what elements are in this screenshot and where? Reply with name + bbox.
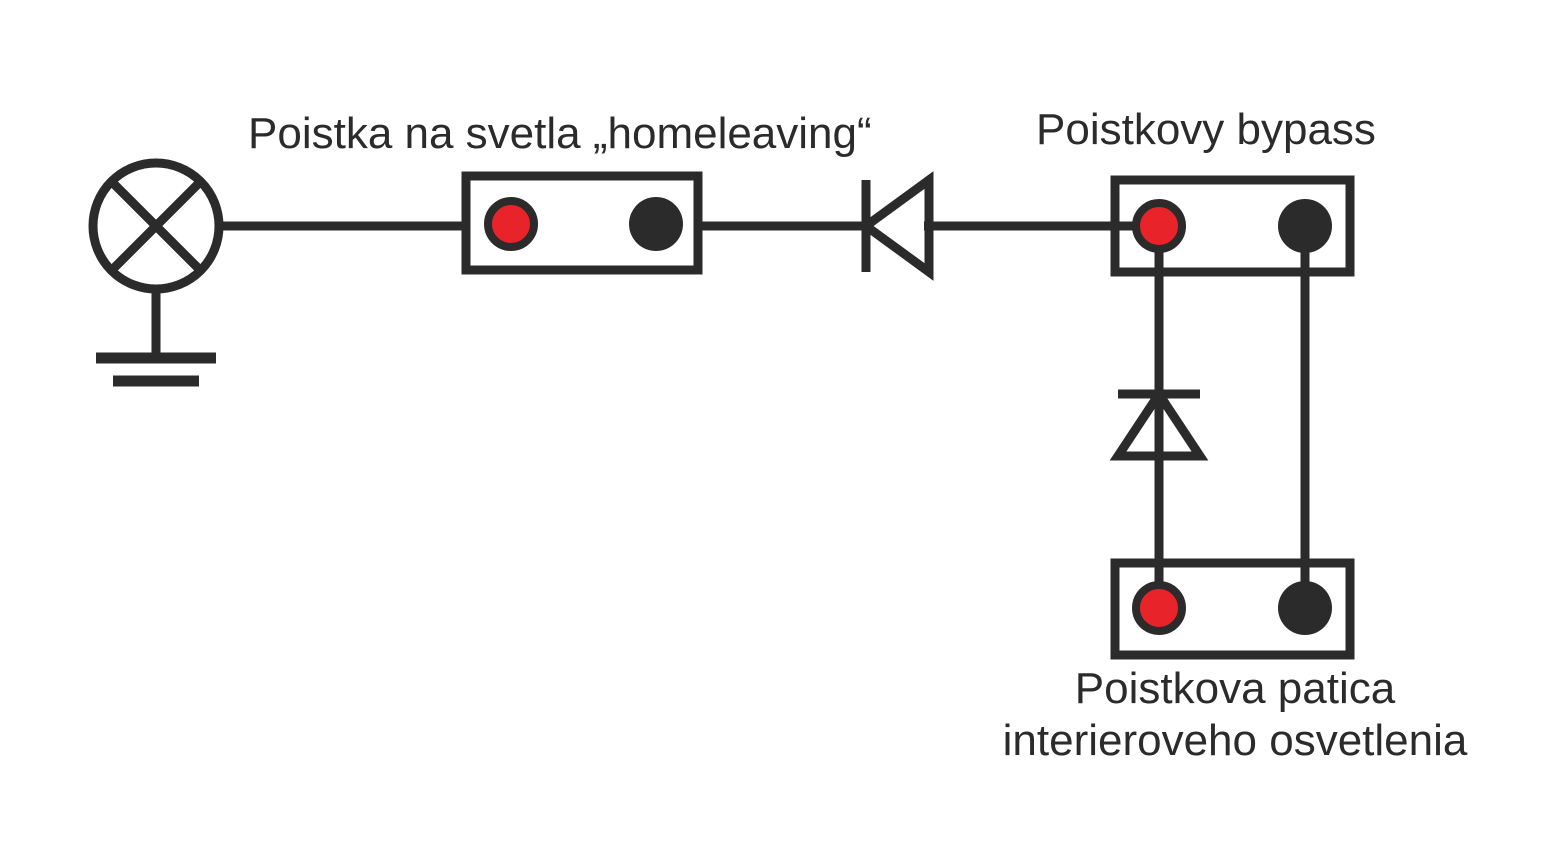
fuse-box-interior-socket[interactable] bbox=[1110, 558, 1355, 660]
ground-symbol bbox=[96, 352, 216, 387]
diode-horizontal-symbol bbox=[858, 171, 934, 281]
diode-vertical-symbol bbox=[1109, 385, 1209, 461]
label-interior-socket-line1: Poistkova patica bbox=[1074, 664, 1396, 713]
fuse-box-homeleaving-terminal-black[interactable] bbox=[629, 197, 683, 251]
fuse-box-homeleaving[interactable] bbox=[461, 171, 703, 275]
diode-vertical-triangle-icon bbox=[1109, 385, 1209, 461]
fuse-box-interior-socket-outline bbox=[1110, 558, 1355, 660]
label-fuse-homeleaving: Poistka na svetla „homeleaving“ bbox=[248, 109, 872, 158]
wire-group bbox=[151, 221, 1310, 612]
fuse-box-bypass-terminal-black[interactable] bbox=[1278, 199, 1332, 253]
lamp-cross-stroke-b bbox=[108, 178, 204, 274]
label-fuse-bypass: Poistkovy bypass bbox=[1036, 105, 1376, 154]
fuse-box-interior-socket-terminal-red[interactable] bbox=[1132, 581, 1186, 635]
label-interior-socket-line2: interieroveho osvetlenia bbox=[1002, 716, 1468, 765]
lamp-symbol bbox=[88, 158, 224, 294]
fuse-box-bypass-outline bbox=[1110, 175, 1355, 277]
fuse-box-homeleaving-terminal-red[interactable] bbox=[484, 197, 538, 251]
fuse-box-bypass[interactable] bbox=[1110, 175, 1355, 277]
fuse-box-bypass-terminal-red[interactable] bbox=[1132, 199, 1186, 253]
diode-horizontal-triangle-icon bbox=[858, 171, 934, 281]
fuse-box-interior-socket-terminal-black[interactable] bbox=[1278, 581, 1332, 635]
